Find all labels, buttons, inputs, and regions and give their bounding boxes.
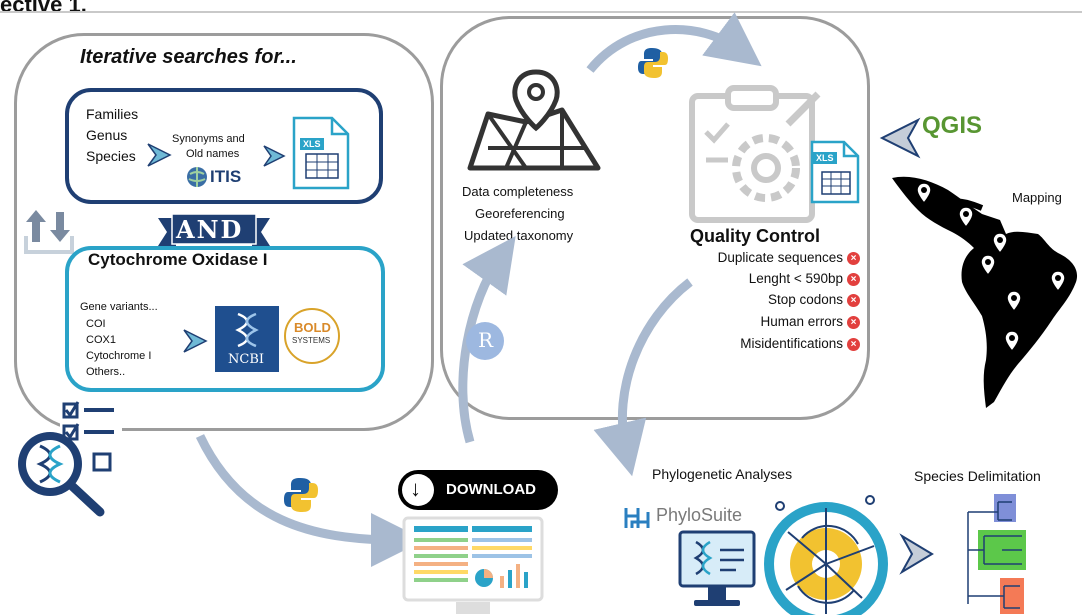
variant-item: Others.. (86, 366, 126, 378)
taxon-species: Species (86, 148, 136, 164)
spreadsheet-monitor-icon (402, 516, 544, 614)
download-label: DOWNLOAD (446, 481, 536, 498)
coi-title: Cytochrome Oxidase I (88, 250, 268, 269)
and-ribbon (158, 213, 270, 246)
map-pin-icon (1006, 290, 1022, 313)
map-pin-icon (916, 182, 932, 205)
synonyms-label-2: Old names (186, 148, 240, 160)
qc-item: Lenght < 590bp× (749, 271, 860, 286)
and-label: AND (176, 215, 244, 244)
map-step: Data completeness (462, 184, 574, 199)
bold-logo (284, 308, 340, 364)
dna-magnifier-icon (18, 432, 105, 517)
bold-systems-label: SYSTEMS (292, 336, 331, 345)
arrow-right-icon (899, 533, 934, 575)
qc-item: Duplicate sequences× (718, 250, 860, 265)
qc-item: Stop codons× (768, 292, 860, 307)
error-x-icon: × (847, 272, 860, 286)
exchange-arrows-icon (24, 210, 74, 254)
clipboard-gear-icon (689, 85, 821, 223)
phylo-title: Phylogenetic Analyses (652, 466, 793, 482)
map-pin-icon (467, 69, 601, 171)
error-x-icon: × (847, 293, 860, 307)
map-pin-icon (1004, 330, 1020, 353)
variant-item: COX1 (86, 334, 116, 346)
arrow-right-icon (183, 329, 208, 353)
xls-file-icon (292, 116, 350, 190)
map-pin-icon (958, 206, 974, 229)
qgis-logo: QGIS (922, 112, 983, 139)
taxon-families: Families (86, 106, 139, 122)
variant-item: COI (86, 318, 106, 330)
xls-label: XLS (813, 152, 837, 164)
arrow-right-icon (147, 143, 172, 167)
variant-header: Gene variants... (80, 301, 158, 313)
bold-label: BOLD (294, 320, 331, 335)
qc-title: Quality Control (690, 226, 820, 246)
itis-logo: ITIS (210, 167, 242, 186)
map-pin-icon (1050, 270, 1066, 293)
header-divider (0, 11, 1082, 13)
ncbi-label: NCBI (228, 352, 265, 367)
xls-label: XLS (300, 138, 324, 150)
qc-list: Duplicate sequences× Lenght < 590bp× Sto… (680, 250, 860, 360)
variant-item: Cytochrome I (86, 350, 152, 362)
phylosuite-logo: PhyloSuite (656, 505, 743, 525)
taxon-genus: Genus (86, 127, 128, 143)
map-pin-icon (992, 232, 1008, 255)
python-icon (638, 48, 668, 78)
error-x-icon: × (847, 251, 860, 265)
species-title: Species Delimitation (914, 468, 1041, 484)
mapping-label: Mapping (1012, 190, 1062, 205)
circular-tree-icon (764, 495, 888, 615)
error-x-icon: × (847, 337, 860, 351)
qc-item: Misidentifications× (740, 336, 860, 351)
download-arrow-glyph: ↓ (410, 476, 421, 501)
synonyms-label-1: Synonyms and (172, 133, 245, 145)
phylosuite-tree-icon (624, 508, 650, 528)
species-tree-icon (967, 494, 1026, 614)
r-logo-icon (466, 322, 504, 360)
arrow-left-icon (879, 117, 921, 159)
itis-globe-icon (187, 167, 207, 187)
map-step: Georeferencing (475, 206, 565, 221)
qc-item: Human errors× (760, 314, 860, 329)
download-icon (402, 474, 434, 506)
dna-computer-icon (678, 530, 756, 606)
search-title: Iterative searches for... (80, 46, 297, 68)
arrow-right-icon (263, 145, 286, 167)
latin-america-map (892, 176, 1078, 408)
map-pin-icon (980, 254, 996, 277)
python-icon (284, 478, 318, 512)
error-x-icon: × (847, 315, 860, 329)
r-label: R (478, 328, 494, 352)
ncbi-helix-icon (235, 312, 259, 348)
